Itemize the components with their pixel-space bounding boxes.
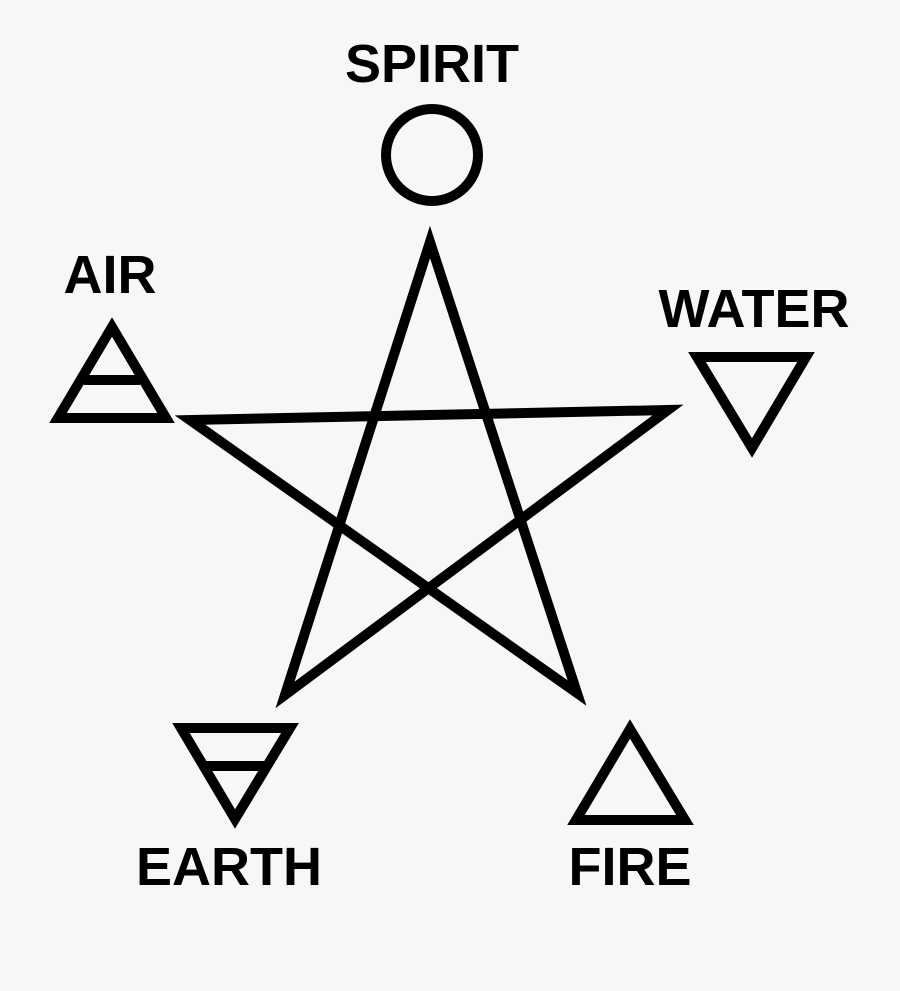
- water-triangle-icon: [688, 352, 815, 458]
- earth-label: EARTH: [136, 837, 322, 897]
- fire-label: FIRE: [568, 837, 691, 897]
- air-label: AIR: [64, 245, 157, 305]
- water-label: WATER: [659, 279, 850, 339]
- earth-triangle-icon: [172, 723, 299, 829]
- air-triangle-icon: [49, 317, 175, 423]
- spirit-circle-icon: [381, 104, 483, 206]
- spirit-label: SPIRIT: [345, 34, 519, 94]
- pentagram: [174, 225, 684, 709]
- fire-triangle-icon: [567, 719, 694, 825]
